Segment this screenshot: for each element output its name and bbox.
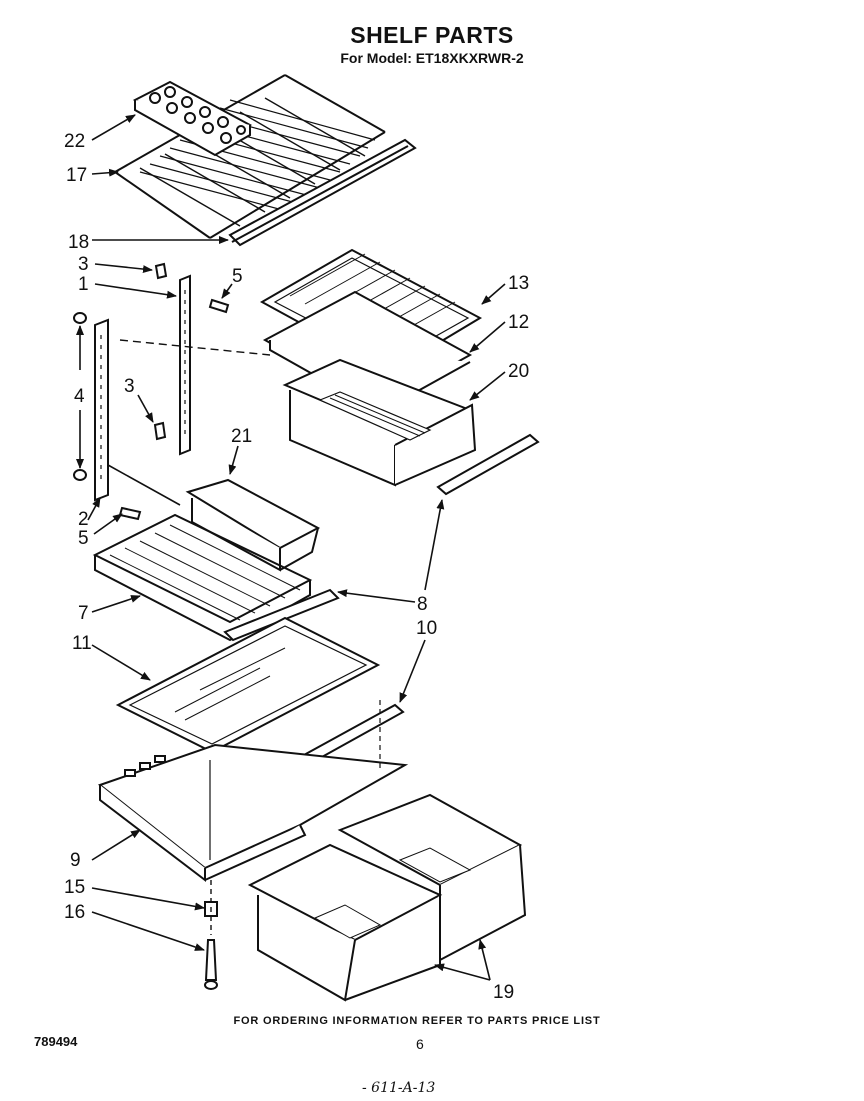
door-bin-21 [185,478,321,572]
callout-7: 7 [78,603,89,624]
callout-17: 17 [66,165,87,186]
page-title: SHELF PARTS [350,22,514,48]
callout-10: 10 [416,618,437,639]
callout-3-lower: 3 [124,376,135,397]
crisper-drawer-20 [282,358,477,487]
callout-21: 21 [231,426,252,447]
ordering-note: FOR ORDERING INFORMATION REFER TO PARTS … [233,1015,601,1027]
document-number: 789494 [34,1034,78,1049]
callout-19: 19 [493,982,514,1003]
callout-8: 8 [417,594,428,615]
callout-12: 12 [508,312,529,333]
callout-16: 16 [64,902,85,923]
rail-end-clip-2 [107,464,181,506]
crisper-frame-9 [97,700,409,883]
shelf-trim-18 [228,138,417,247]
callout-2: 2 [78,509,89,530]
callout-1: 1 [78,274,89,295]
egg-tray-22 [132,80,253,157]
callout-11: 11 [72,633,92,654]
callout-20: 20 [508,361,529,382]
crisper-cover-glass-11 [115,616,381,754]
trim-strip-8-upper [436,433,540,496]
callout-9: 9 [70,850,81,871]
callout-15: 15 [64,877,85,898]
shelf-ladder-rail-4 [73,312,109,502]
callout-5-lower: 5 [78,528,89,549]
rail-brackets-3 [153,262,168,441]
wire-shelf-7 [92,513,313,642]
callout-22: 22 [64,131,85,152]
leader-arrows [76,114,506,981]
trim-strip-8-lower [223,588,340,642]
page-number: 6 [416,1036,424,1052]
callout-4: 4 [74,386,85,407]
callout-3-upper: 3 [78,254,89,275]
callout-18: 18 [68,232,89,253]
handwritten-note: - 611-A-13 [362,1080,436,1096]
crisper-drawer-19-right [337,793,527,962]
shelf-supports-5 [118,298,230,521]
model-subtitle: For Model: ET18XKXRWR-2 [340,50,524,66]
callout-13: 13 [508,273,529,294]
crisper-drawer-19-left [247,843,443,1002]
shelf-ladder-rail-1 [179,274,191,456]
callout-5-upper: 5 [232,266,243,287]
roller-axle-16 [204,939,218,990]
